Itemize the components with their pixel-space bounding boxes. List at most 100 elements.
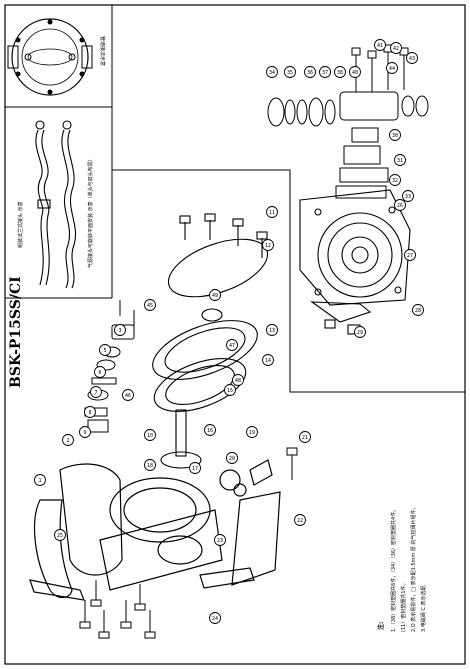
part-number: 40 xyxy=(352,70,358,76)
part-number: 35 xyxy=(287,70,293,76)
part-number: 23 xyxy=(217,538,223,544)
part-number: 24 xyxy=(212,616,218,622)
part-balloon xyxy=(304,66,316,78)
part-number: 43 xyxy=(409,56,415,62)
notes-line-4: 3.电磁阀 C 表示选配 xyxy=(420,586,427,632)
part-balloon xyxy=(209,289,221,301)
part-number: 5 xyxy=(103,348,106,354)
part-number: 17 xyxy=(192,466,198,472)
part-number: 11 xyxy=(269,210,275,216)
part-balloon xyxy=(266,66,278,78)
part-number: 49 xyxy=(212,293,218,299)
part-balloon xyxy=(122,389,134,401)
part-number: 32 xyxy=(392,178,398,184)
part-number: 15 xyxy=(227,388,233,394)
part-number: 42 xyxy=(393,46,399,52)
part-balloon xyxy=(334,66,346,78)
part-balloon xyxy=(390,42,402,54)
part-balloon xyxy=(114,324,126,336)
valve-housing xyxy=(299,189,411,335)
part-balloon xyxy=(226,339,238,351)
outer-frame xyxy=(4,4,466,665)
part-balloon xyxy=(144,299,156,311)
part-number: 46 xyxy=(125,393,131,399)
part-number: 1 xyxy=(38,478,41,484)
part-balloon xyxy=(262,354,274,366)
part-number: 2 xyxy=(66,438,69,444)
part-balloon xyxy=(189,462,201,474)
part-number: 41 xyxy=(377,43,383,49)
part-number: 30 xyxy=(392,133,398,139)
part-number: 10 xyxy=(147,433,153,439)
part-number: 33 xyxy=(405,194,411,200)
part-balloon xyxy=(386,62,398,74)
part-balloon xyxy=(389,174,401,186)
part-balloon xyxy=(349,66,361,78)
flange-joint-label: 组装法兰式接头 示意 xyxy=(17,201,24,248)
part-balloon xyxy=(266,324,278,336)
part-balloon xyxy=(84,406,96,418)
part-balloon xyxy=(209,612,221,624)
air-source-label: 气源接头可旋转平面安装 示意（单头与双头布局） xyxy=(87,156,94,268)
part-balloon xyxy=(412,304,424,316)
part-balloon xyxy=(262,239,274,251)
part-number: 20 xyxy=(229,456,235,462)
part-balloon xyxy=(144,459,156,471)
part-balloon xyxy=(94,366,106,378)
bolt-array xyxy=(79,447,298,639)
part-number: 36 xyxy=(307,70,313,76)
part-number: 7 xyxy=(94,390,97,396)
part-balloon xyxy=(402,190,414,202)
part-number: 34 xyxy=(269,70,275,76)
part-number: 18 xyxy=(147,463,153,469)
part-balloon xyxy=(299,431,311,443)
part-number: 48 xyxy=(235,378,241,384)
part-number: 29 xyxy=(357,330,363,336)
part-number: 12 xyxy=(265,243,271,249)
part-number: 37 xyxy=(322,70,328,76)
part-balloon xyxy=(284,66,296,78)
part-balloon xyxy=(404,249,416,261)
part-number: 14 xyxy=(265,358,271,364)
part-number: 31 xyxy=(397,158,403,164)
part-number: 8 xyxy=(88,410,91,416)
notes-heading: 注: xyxy=(377,622,385,630)
notes-line-3: 2.O 表示易损件，□ 表示配1.5mm 厚 的气控阀片组件。 xyxy=(410,505,417,632)
model-title: BSK-P15SS/CI xyxy=(8,276,24,388)
flange-ring-view xyxy=(7,18,93,96)
part-number: 13 xyxy=(269,328,275,334)
part-number: 25 xyxy=(57,533,63,539)
part-balloon xyxy=(79,426,91,438)
part-balloon xyxy=(214,534,226,546)
tube-diagram xyxy=(35,120,76,289)
part-number: 9 xyxy=(83,430,86,436)
notes-line-1: 1.（38）密封垫圈共6件，（34）（36）密封垫圈共4件。 xyxy=(390,507,397,632)
part-balloon xyxy=(406,52,418,64)
part-balloon xyxy=(99,344,111,356)
part-number: 19 xyxy=(249,430,255,436)
part-balloon xyxy=(394,199,406,211)
air-valve-assembly xyxy=(267,44,429,199)
part-number: 3 xyxy=(118,328,121,334)
part-balloon xyxy=(232,374,244,386)
part-number: 21 xyxy=(302,435,308,441)
part-number: 47 xyxy=(229,343,235,349)
pipe-connection-label: 管道接法示意 xyxy=(99,36,106,66)
part-balloon xyxy=(394,154,406,166)
part-balloon xyxy=(319,66,331,78)
part-number: 6 xyxy=(98,370,101,376)
part-balloon xyxy=(374,39,386,51)
part-number: 26 xyxy=(397,203,403,209)
part-number: 44 xyxy=(389,66,395,72)
part-balloon xyxy=(354,326,366,338)
part-balloon xyxy=(90,386,102,398)
part-number: 27 xyxy=(407,253,413,259)
part-balloon xyxy=(389,129,401,141)
part-balloon xyxy=(266,206,278,218)
part-number: 28 xyxy=(415,308,421,314)
part-balloon xyxy=(144,429,156,441)
part-balloon xyxy=(62,434,74,446)
part-balloon xyxy=(34,474,46,486)
pump-body xyxy=(29,459,281,601)
